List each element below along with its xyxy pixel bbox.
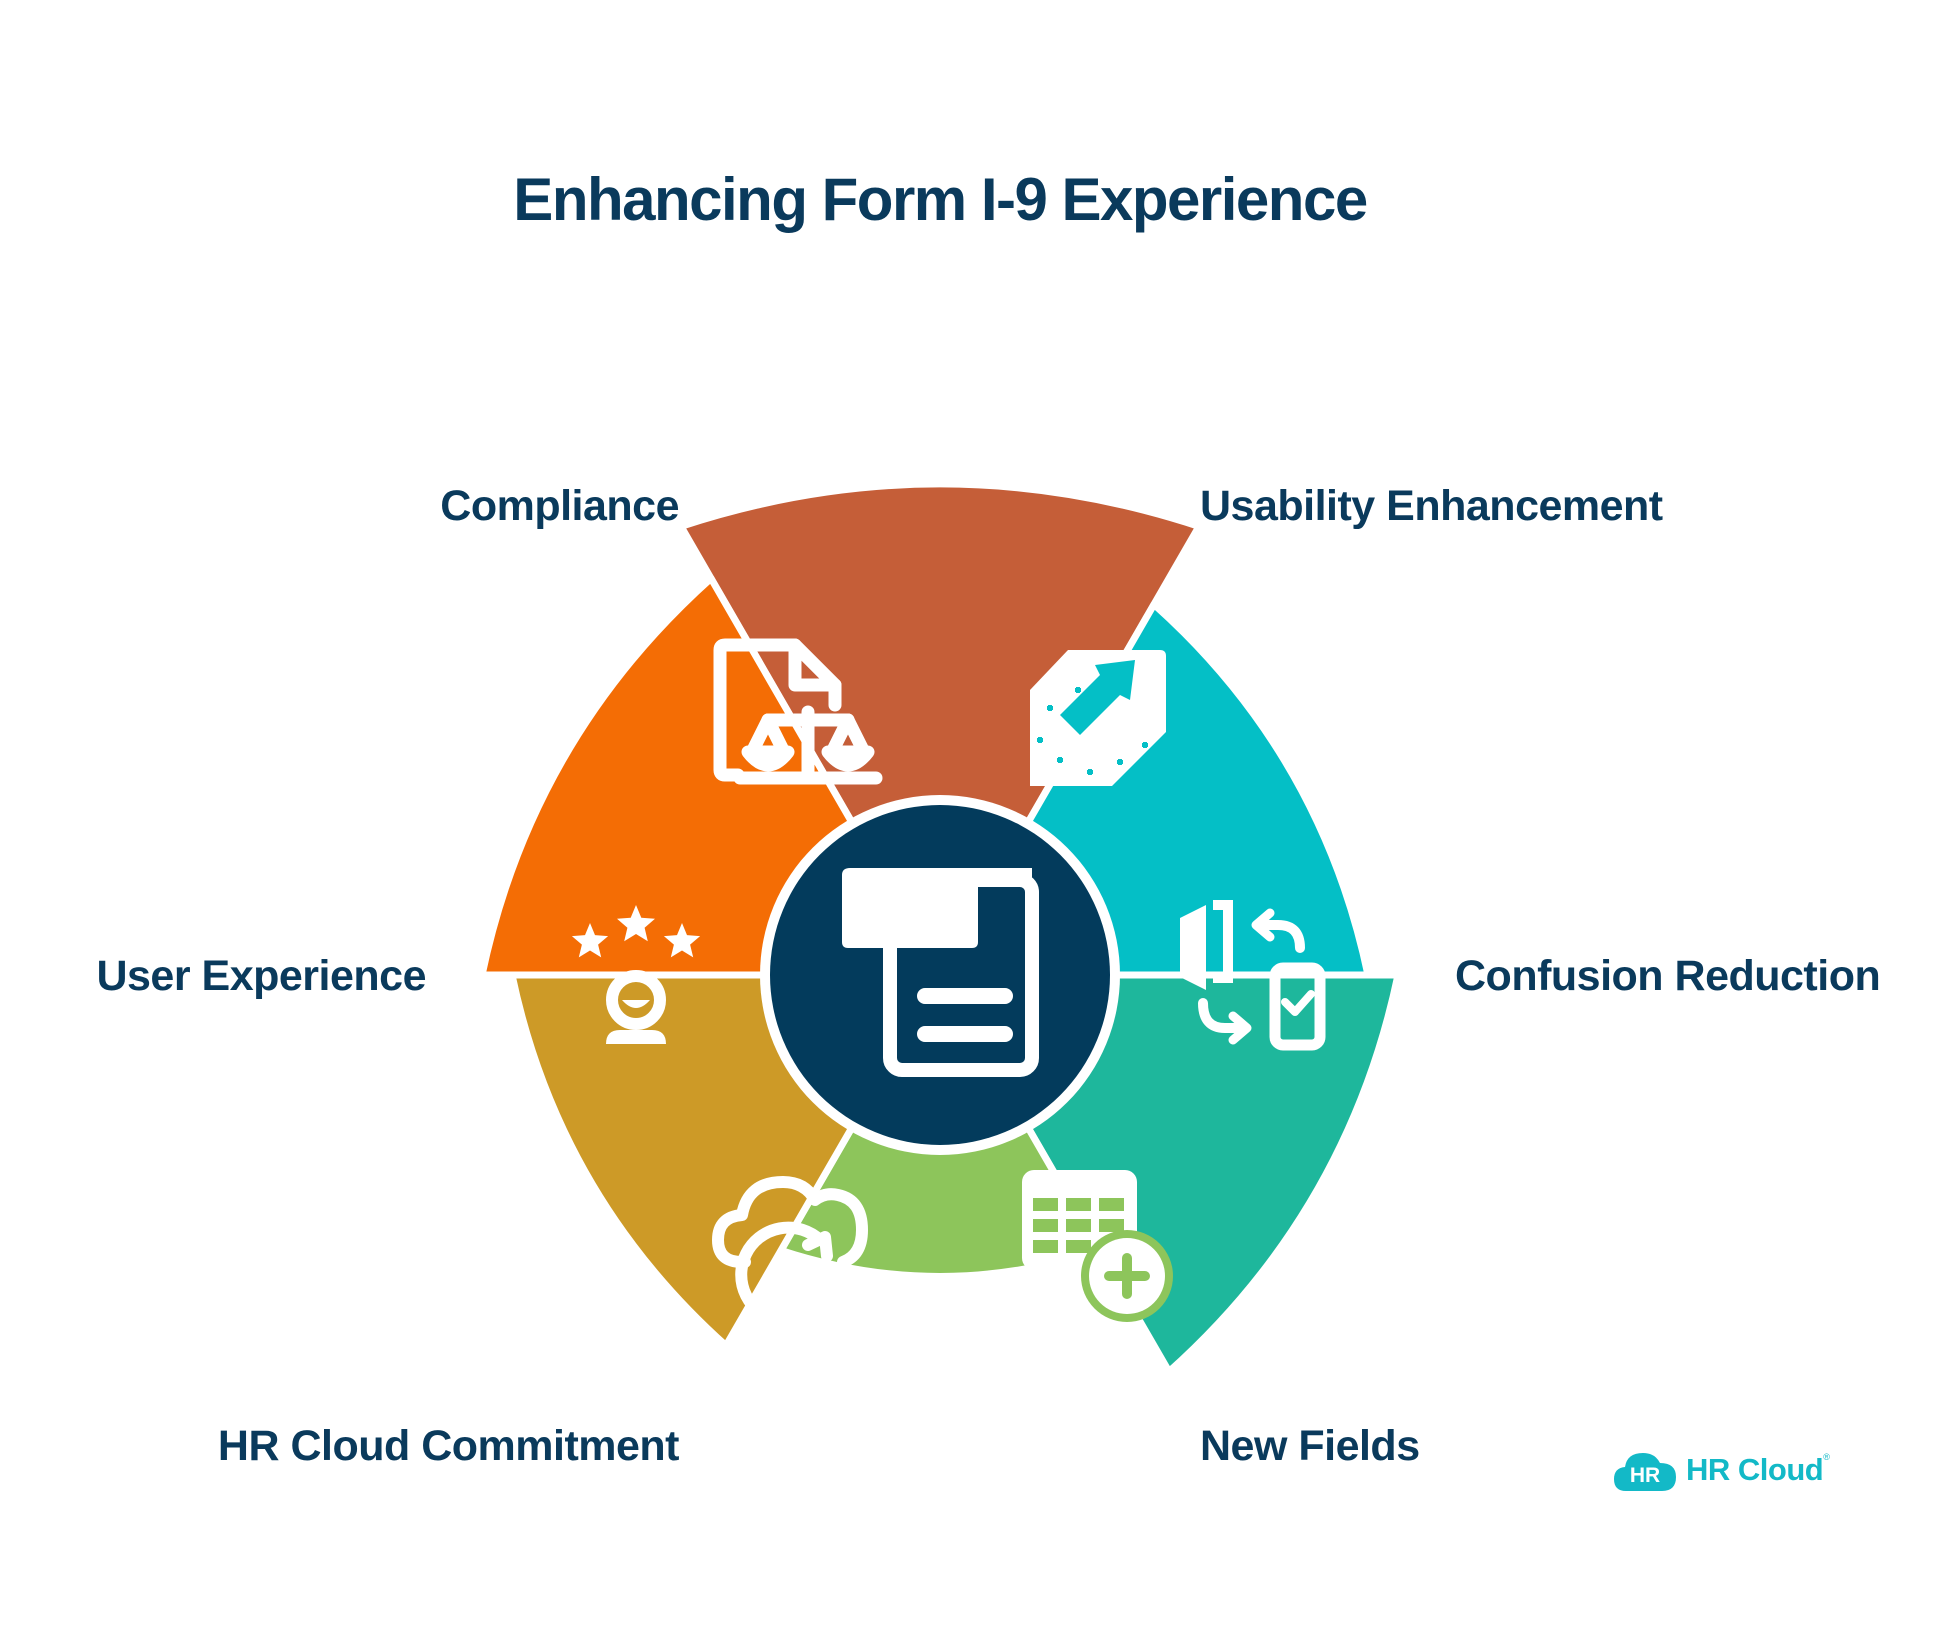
segment-user-experience: [478, 574, 859, 979]
star-icon: [663, 923, 701, 958]
logo-text: HR Cloud: [1686, 1452, 1824, 1487]
table-add-icon: [1022, 1170, 1173, 1322]
document-arrow-icon: [1030, 650, 1166, 786]
label-compliance: Compliance: [440, 482, 679, 530]
document-scales-icon: [713, 638, 883, 785]
label-usability-enhancement: Usability Enhancement: [1200, 482, 1663, 530]
trademark-mark: ®: [1823, 1452, 1830, 1462]
cloud-refresh-icon: [712, 1176, 868, 1328]
cloud-logo-icon: HR: [1614, 1453, 1676, 1491]
hr-cloud-logo: HR HR Cloud®: [1612, 1447, 1830, 1493]
star-icon: [617, 905, 655, 942]
segment-hr-cloud-commitment: [508, 971, 859, 1350]
center-hub: [760, 795, 1120, 1155]
form-document-icon: [842, 868, 1039, 1077]
label-new-fields: New Fields: [1200, 1422, 1420, 1470]
door-phone-arrows-icon: [1180, 900, 1326, 1051]
label-confusion-reduction: Confusion Reduction: [1455, 952, 1881, 1000]
logo-mark-text: HR: [1630, 1464, 1660, 1487]
label-hr-cloud-commitment: HR Cloud Commitment: [217, 1422, 680, 1470]
page-title: Enhancing Form I-9 Experience: [513, 166, 1368, 233]
star-icon: [571, 923, 609, 958]
user-stars-icon: [571, 905, 701, 1044]
label-user-experience: User Experience: [96, 952, 426, 1000]
